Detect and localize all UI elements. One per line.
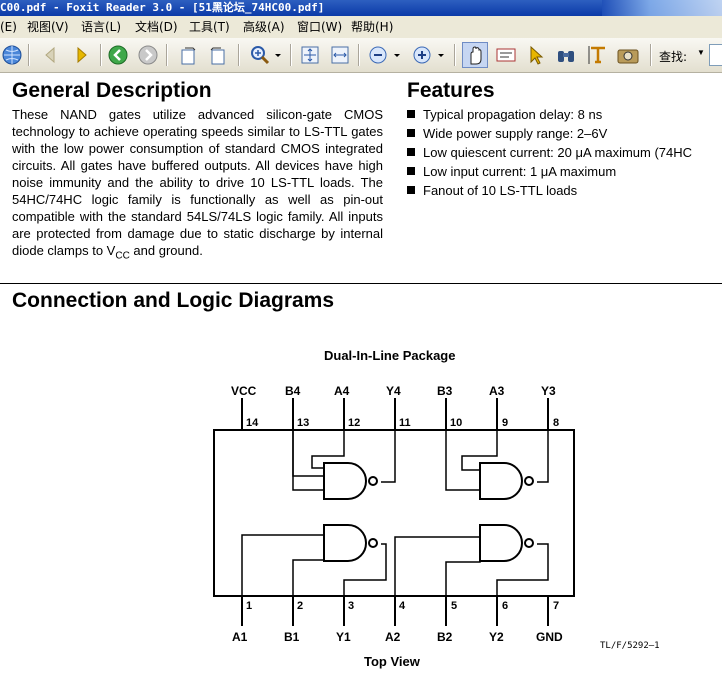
- hand-tool-icon[interactable]: [462, 42, 488, 68]
- pin-label-y2: Y2: [489, 630, 504, 644]
- pin-label-a1: A1: [232, 630, 248, 644]
- pin-label-y1: Y1: [336, 630, 351, 644]
- nand-bubble-3: [524, 476, 534, 486]
- menu-document[interactable]: 文档(D): [135, 20, 178, 34]
- menu-bar: (E) 视图(V) 语言(L) 文档(D) 工具(T) 高级(A) 窗口(W) …: [0, 16, 722, 38]
- menu-view[interactable]: 视图(V): [27, 20, 69, 34]
- zoom-out-icon[interactable]: [366, 43, 402, 67]
- pin-label-gnd: GND: [536, 630, 563, 644]
- fit-width-icon[interactable]: [328, 43, 352, 67]
- rotate-left-icon[interactable]: [176, 43, 200, 67]
- window-title-bar: C00.pdf - Foxit Reader 3.0 - [51黑论坛_74HC…: [0, 0, 722, 16]
- pin-number-7: 7: [553, 600, 559, 612]
- feature-item: Wide power supply range: 2–6V: [407, 124, 692, 143]
- menu-language[interactable]: 语言(L): [81, 20, 122, 34]
- pin-number-8: 8: [553, 417, 559, 429]
- top-view-label: Top View: [364, 654, 420, 669]
- pin-label-a3: A3: [489, 384, 505, 398]
- part-number-label: TL/F/5292–1: [600, 641, 660, 651]
- feature-item: Typical propagation delay: 8 ns: [407, 105, 692, 124]
- ic-body-outline: [213, 429, 575, 597]
- typewriter-icon[interactable]: [586, 43, 610, 67]
- pin-number-13: 13: [297, 417, 309, 429]
- menu-tools[interactable]: 工具(T): [189, 20, 230, 34]
- nand-bubble-4: [368, 476, 378, 486]
- nand-bubble-2: [524, 538, 534, 548]
- select-text-icon[interactable]: [494, 43, 518, 67]
- last-page-icon[interactable]: [70, 43, 94, 67]
- pin-number-4: 4: [399, 600, 406, 612]
- pin-number-10: 10: [450, 417, 462, 429]
- nand-gate-1: [323, 524, 367, 562]
- zoom-in-icon[interactable]: [410, 43, 446, 67]
- window-title: C00.pdf - Foxit Reader 3.0 - [51黑论坛_74HC…: [0, 1, 325, 14]
- bullet-icon: [407, 110, 415, 118]
- pin-number-9: 9: [502, 417, 508, 429]
- pin-label-a4: A4: [334, 384, 350, 398]
- connection-diagrams-heading: Connection and Logic Diagrams: [12, 289, 335, 312]
- pin-number-2: 2: [297, 600, 303, 612]
- pin-label-y4: Y4: [386, 384, 401, 398]
- general-description-text: These NAND gates utilize advanced silico…: [12, 106, 383, 265]
- feature-item: Low quiescent current: 20 μA maximum (74…: [407, 143, 692, 162]
- pin-label-a2: A2: [385, 630, 401, 644]
- select-arrow-icon[interactable]: [524, 43, 548, 67]
- features-heading: Features: [407, 79, 495, 102]
- nand-bubble-1: [368, 538, 378, 548]
- pin-number-5: 5: [451, 600, 457, 612]
- pin-number-6: 6: [502, 600, 508, 612]
- menu-window[interactable]: 窗口(W): [297, 20, 343, 34]
- menu-help[interactable]: 帮助(H): [351, 20, 394, 34]
- bullet-icon: [407, 129, 415, 137]
- pin-label-b4: B4: [285, 384, 301, 398]
- pin-label-b3: B3: [437, 384, 453, 398]
- pin-lines: [241, 398, 549, 626]
- general-description-text-end: and ground.: [129, 243, 203, 258]
- bullet-icon: [407, 148, 415, 156]
- toolbar: [0, 38, 722, 73]
- rotate-right-icon[interactable]: [206, 43, 230, 67]
- nand-gate-2: [479, 524, 523, 562]
- general-description-text-main: These NAND gates utilize advanced silico…: [12, 107, 383, 258]
- nand-gates: [323, 462, 534, 562]
- pin-number-12: 12: [348, 417, 360, 429]
- pin-number-14: 14: [246, 417, 259, 429]
- pin-number-11: 11: [399, 417, 411, 429]
- pin-label-vcc: VCC: [231, 384, 257, 398]
- zoom-tool-icon[interactable]: [248, 43, 284, 67]
- document-page: [0, 73, 722, 673]
- feature-item: Fanout of 10 LS-TTL loads: [407, 181, 692, 200]
- internal-wiring: [241, 430, 549, 596]
- bullet-icon: [407, 167, 415, 175]
- find-input[interactable]: [709, 44, 722, 66]
- pin-label-b2: B2: [437, 630, 453, 644]
- globe-icon[interactable]: [0, 43, 24, 67]
- section-divider: [0, 283, 722, 284]
- forward-icon[interactable]: [136, 43, 160, 67]
- binoculars-icon[interactable]: [554, 43, 578, 67]
- fit-page-icon[interactable]: [298, 43, 322, 67]
- nand-gate-4: [323, 462, 367, 500]
- menu-advanced[interactable]: 高级(A): [243, 20, 285, 34]
- feature-item: Low input current: 1 μA maximum: [407, 162, 692, 181]
- pin-number-1: 1: [246, 600, 252, 612]
- general-description-heading: General Description: [12, 79, 212, 102]
- snapshot-icon[interactable]: [616, 43, 640, 67]
- menu-edit[interactable]: (E): [0, 20, 17, 34]
- pin-label-y3: Y3: [541, 384, 556, 398]
- pin-number-3: 3: [348, 600, 354, 612]
- back-icon[interactable]: [106, 43, 130, 67]
- nand-gate-3: [479, 462, 523, 500]
- vcc-subscript: CC: [115, 250, 130, 262]
- pin-label-b1: B1: [284, 630, 300, 644]
- find-dropdown-icon[interactable]: ▼: [697, 48, 705, 57]
- features-list: Typical propagation delay: 8 ns Wide pow…: [407, 105, 692, 200]
- first-page-icon[interactable]: [38, 43, 62, 67]
- find-label: 查找:: [659, 50, 688, 64]
- bullet-icon: [407, 186, 415, 194]
- package-title: Dual-In-Line Package: [324, 348, 456, 363]
